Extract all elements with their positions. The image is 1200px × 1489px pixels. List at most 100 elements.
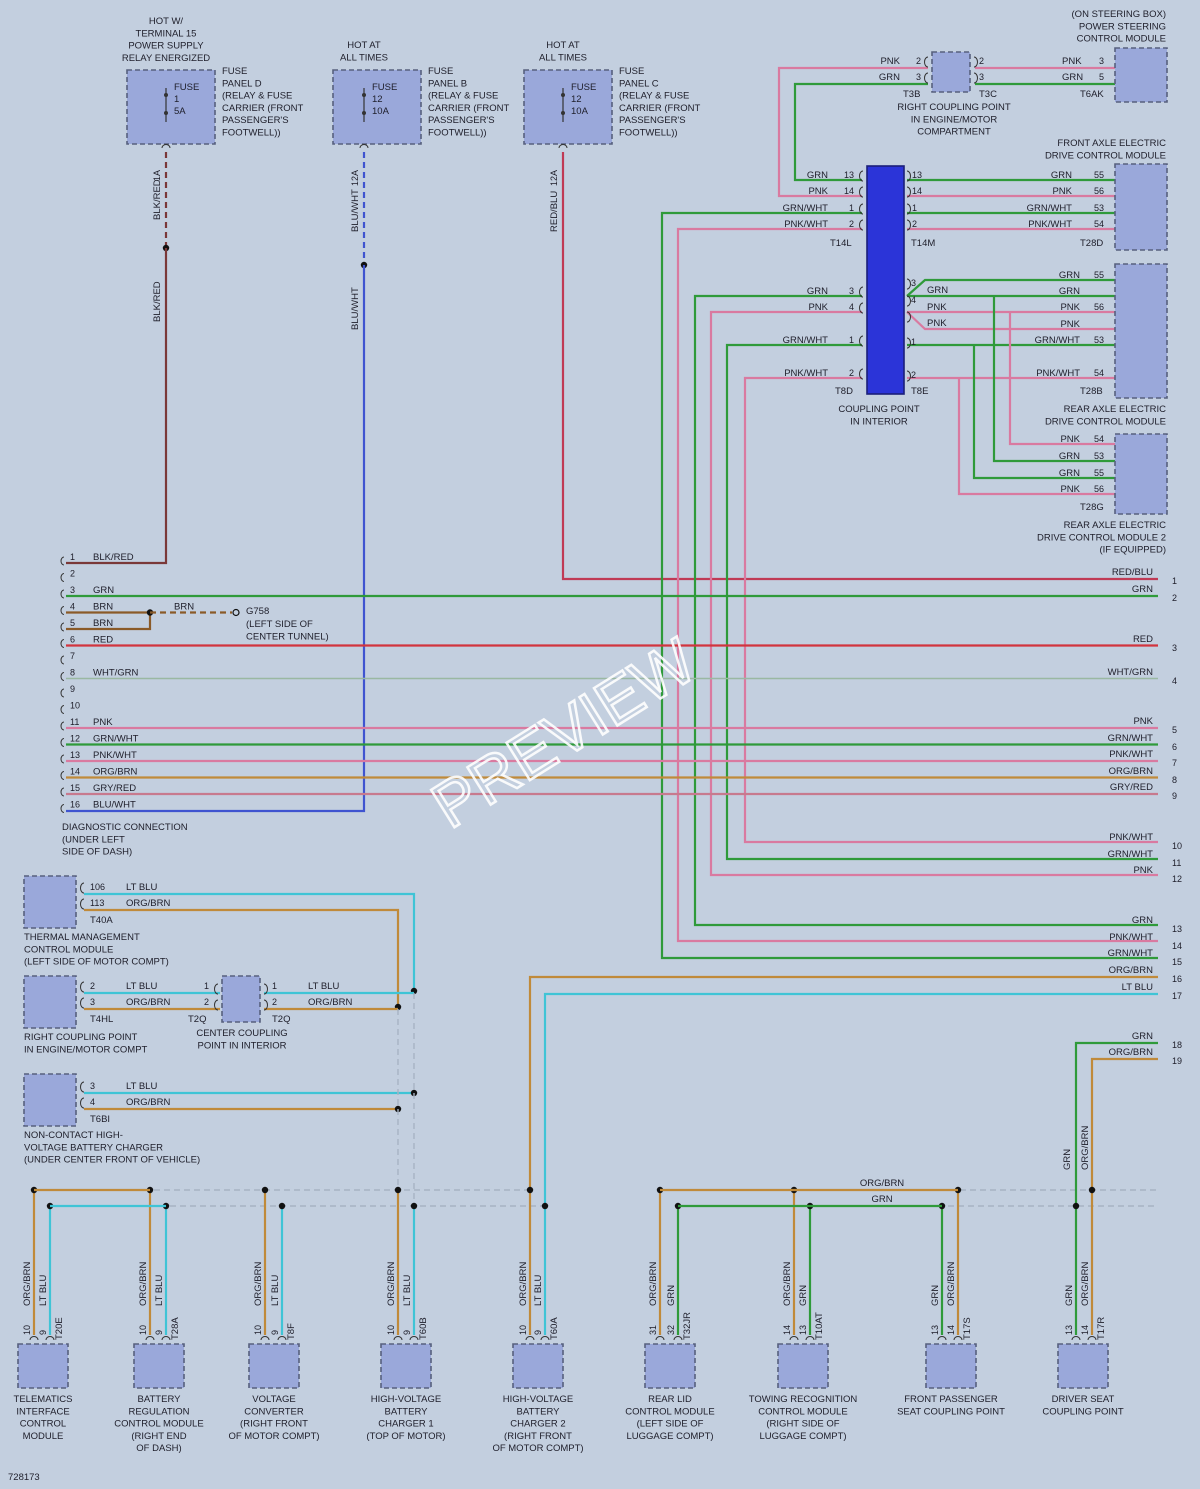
wire-label: ORG/BRN xyxy=(126,1097,170,1108)
connector-terminal xyxy=(45,1336,55,1341)
pin-label: 113 xyxy=(90,898,104,908)
connector-label: T4HL xyxy=(90,1014,113,1025)
wire-blk-red xyxy=(66,248,168,565)
left-module-1 xyxy=(23,875,77,929)
pin-label: 4 xyxy=(849,302,854,312)
bottom-module-title: TOWING RECOGNITION xyxy=(749,1394,858,1405)
bottom-module-title: COUPLING POINT xyxy=(1042,1406,1123,1417)
rear-axle-2-title: REAR AXLE ELECTRIC xyxy=(1064,520,1167,531)
connector-label: T28B xyxy=(1080,386,1103,397)
fuse-pin-label: 12A xyxy=(350,170,360,186)
pin-label: 9 xyxy=(154,1330,164,1335)
wire-label: GRN/WHT xyxy=(93,734,139,745)
connector-terminal xyxy=(859,368,864,380)
pin-label: 3 xyxy=(849,286,854,296)
connector-terminal xyxy=(263,999,268,1011)
wire-label: GRN/WHT xyxy=(1108,948,1154,959)
wire-org-brn xyxy=(528,975,1158,1190)
pin-label: 9 xyxy=(402,1330,412,1335)
splice-dot xyxy=(1072,1202,1080,1210)
connector-terminal xyxy=(161,1336,171,1341)
wire-label: PNK xyxy=(1133,716,1153,727)
connector-terminal xyxy=(80,1081,85,1093)
pin-label: 1 xyxy=(912,203,917,213)
bottom-module-5 xyxy=(512,1343,564,1389)
fuse-output-terminal xyxy=(161,144,171,149)
rear-axle-module xyxy=(1114,263,1168,399)
fuse-panel-label: FUSE xyxy=(222,66,247,77)
fuse-panel-label: PASSENGER'S xyxy=(619,115,686,126)
fuse-header: TERMINAL 15 xyxy=(136,28,197,39)
pin-label: 11 xyxy=(70,717,79,727)
bottom-module-title: MODULE xyxy=(23,1431,64,1442)
wire-label: GRN/WHT xyxy=(783,335,829,346)
fuse-terminal xyxy=(561,111,565,115)
bottom-module-2 xyxy=(133,1343,185,1389)
pin-label: 5 xyxy=(1099,72,1104,82)
wire-label: GRN xyxy=(666,1285,677,1306)
connector-terminal xyxy=(906,278,911,290)
steering-module-title: CONTROL MODULE xyxy=(1077,34,1166,45)
left-module-2 xyxy=(23,975,77,1029)
fuse-output-terminal xyxy=(558,144,568,149)
splice-dot xyxy=(526,1186,534,1194)
connector-terminal xyxy=(906,219,911,231)
fuse-header: ALL TIMES xyxy=(539,52,587,63)
connector-terminal xyxy=(859,203,864,215)
fuse-label: 10A xyxy=(571,106,589,117)
reference-number: 9 xyxy=(1172,791,1177,801)
wire-label: GRN xyxy=(1062,72,1083,83)
wire-label: WHT/GRN xyxy=(93,668,139,679)
wire-pnk-wht xyxy=(676,227,1158,943)
connector-terminal xyxy=(60,589,65,599)
reference-number: 18 xyxy=(1172,1040,1182,1050)
bottom-module-title: BATTERY xyxy=(138,1394,182,1405)
fuse-panel-label: PANEL B xyxy=(428,78,467,89)
bottom-module-3 xyxy=(248,1343,300,1389)
pin-label: 55 xyxy=(1094,468,1104,478)
wire-label: RED xyxy=(93,635,113,646)
wire-label: PNK xyxy=(1062,56,1082,67)
connector-label: T8E xyxy=(911,386,928,397)
fuse-panel-label: FOOTWELL)) xyxy=(619,128,678,139)
reference-number: 12 xyxy=(1172,874,1182,884)
connector-terminal xyxy=(260,1336,270,1341)
connector-label: T28D xyxy=(1080,238,1103,249)
connector-label: T6BI xyxy=(90,1114,110,1125)
wire-label: GRN xyxy=(1059,451,1080,462)
diagnostic-title: DIAGNOSTIC CONNECTION xyxy=(62,822,188,833)
connector-terminal xyxy=(60,655,65,665)
wire-label: ORG/BRN xyxy=(518,1262,529,1306)
pin-label: 13 xyxy=(798,1325,808,1335)
bottom-module-title: FRONT PASSENGER xyxy=(904,1394,998,1405)
wire-label: GRN/WHT xyxy=(1035,335,1081,346)
connector-terminal xyxy=(1071,1336,1081,1341)
wire-pnk xyxy=(709,310,1158,877)
fuse-header: ALL TIMES xyxy=(340,52,388,63)
connector-terminal xyxy=(859,219,864,231)
wire-blu-wht xyxy=(66,265,366,813)
wire-label: ORG/BRN xyxy=(946,1262,957,1306)
fuse-panel-label: CARRIER (FRONT xyxy=(619,103,700,114)
connector-terminal xyxy=(80,882,85,894)
pin-label: 3 xyxy=(90,997,95,1007)
reference-number: 4 xyxy=(1172,676,1177,686)
pin-label: 4 xyxy=(90,1097,95,1107)
connector-terminal xyxy=(953,1336,963,1341)
bottom-module-title: (LEFT SIDE OF xyxy=(637,1419,704,1430)
wire-red-blu xyxy=(561,152,1158,581)
fuse-label: FUSE xyxy=(571,82,596,93)
wire-label: GRN xyxy=(807,170,828,181)
wire-label: GRN xyxy=(927,285,948,296)
connector-terminal xyxy=(60,754,65,764)
pin-label: 9 xyxy=(533,1330,543,1335)
wire-label: GRN/WHT xyxy=(1108,849,1154,860)
connector-terminal xyxy=(906,186,911,198)
bottom-module-9 xyxy=(1057,1343,1109,1389)
connector-terminal xyxy=(145,1336,155,1341)
right-coupling-top-title: RIGHT COUPLING POINT xyxy=(897,102,1011,113)
wire-label: ORG/BRN xyxy=(386,1262,397,1306)
connector-label: T17S xyxy=(962,1317,973,1340)
wire-label: GRN/WHT xyxy=(1027,203,1073,214)
fuse-panel-label: CARRIER (FRONT xyxy=(428,103,509,114)
